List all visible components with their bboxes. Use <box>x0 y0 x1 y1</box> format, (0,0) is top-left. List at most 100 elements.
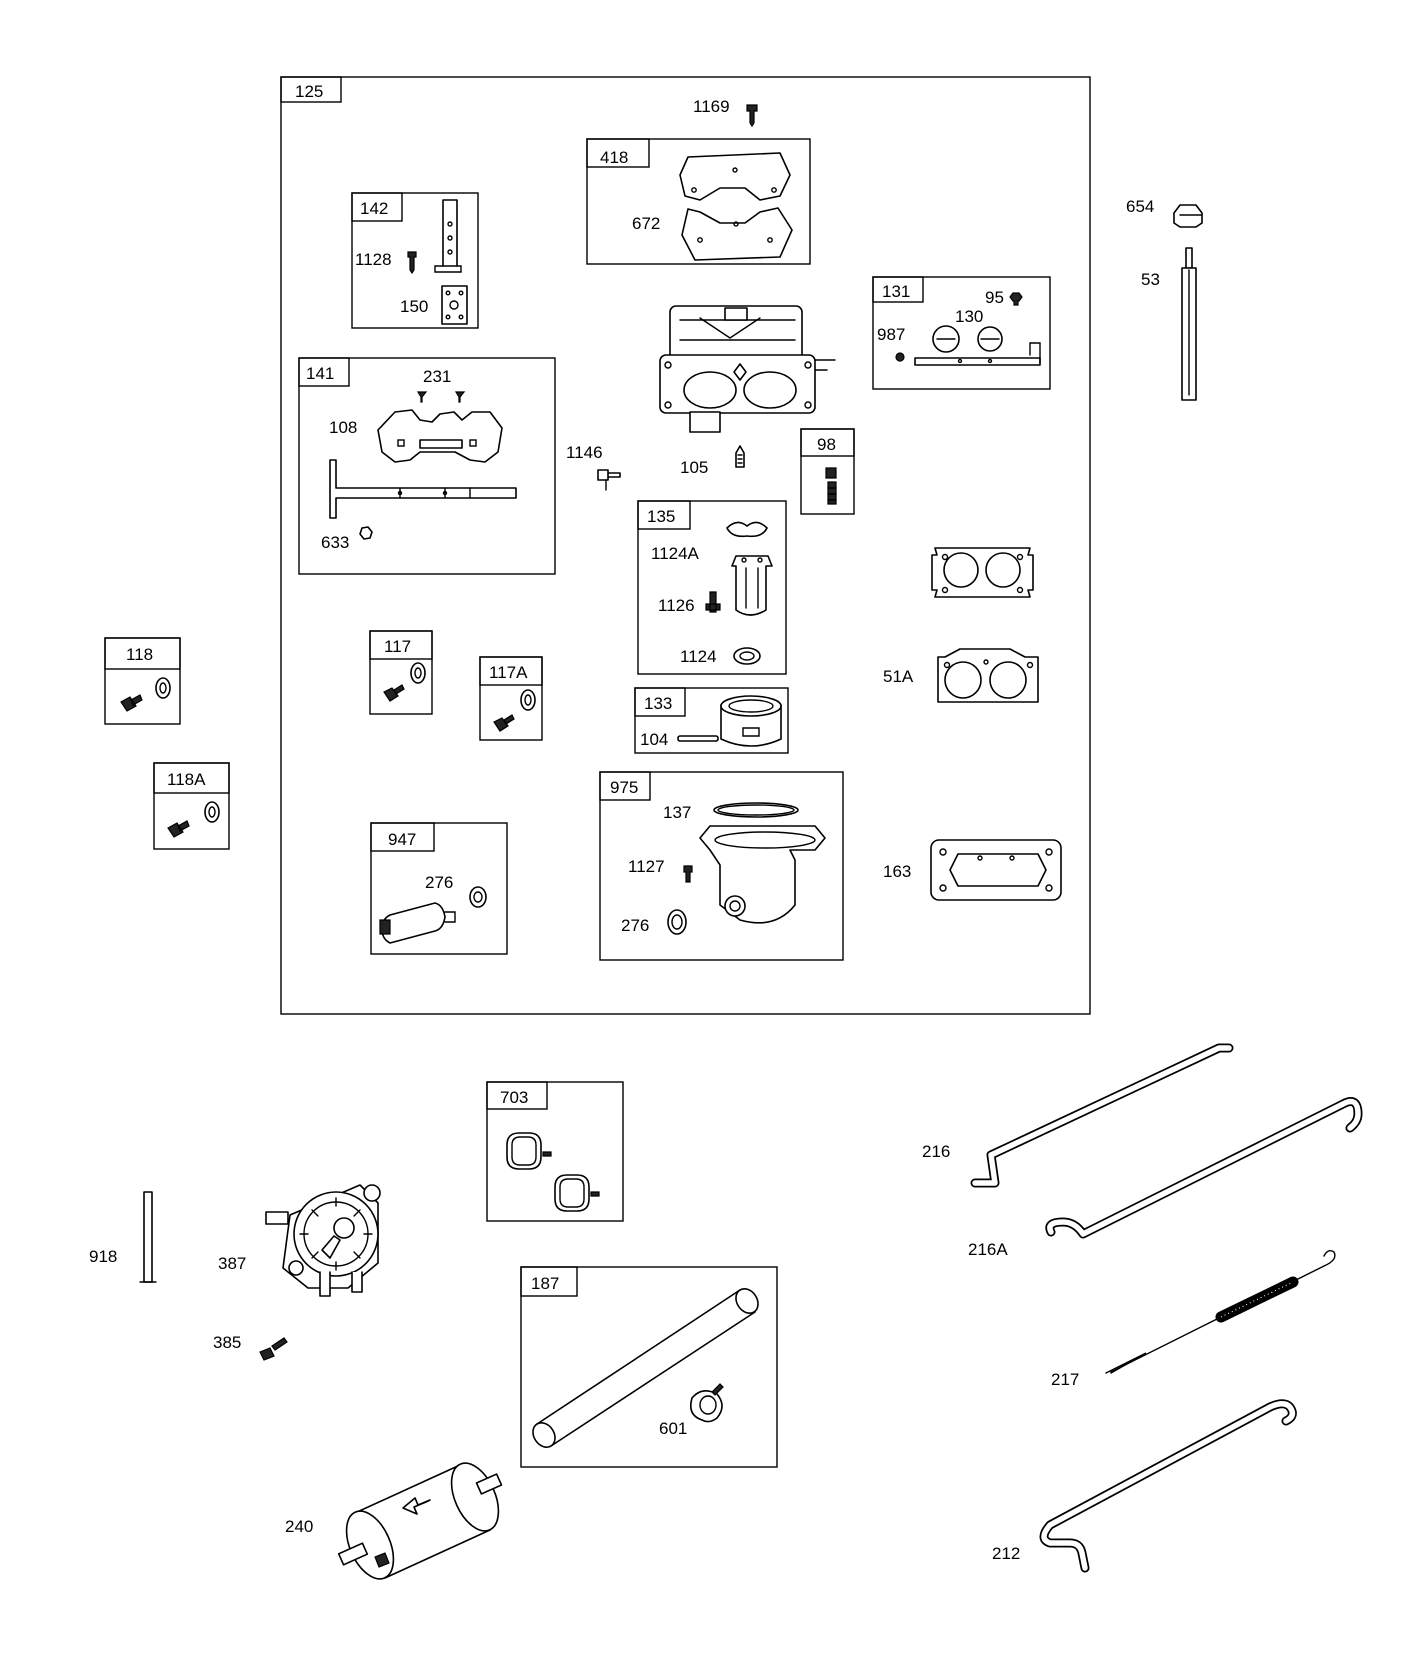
washer-987 <box>895 352 905 362</box>
callout-703: 703 <box>500 1088 528 1107</box>
callout-418: 418 <box>600 148 628 167</box>
kit-703-box: 703 <box>486 1081 624 1222</box>
kit-125-box: 125 <box>280 76 1091 1015</box>
callout-240: 240 <box>285 1517 313 1536</box>
callout-975: 975 <box>610 778 638 797</box>
bowl-975 <box>699 825 826 924</box>
callout-672: 672 <box>632 214 660 233</box>
kit-117A-box: 117A <box>479 656 543 741</box>
callout-601: 601 <box>659 1419 687 1438</box>
callout-53: 53 <box>1141 270 1160 289</box>
bracket-150-upper <box>442 199 458 267</box>
callout-1124A: 1124A <box>651 544 700 563</box>
kit-187-box: 187 601 <box>520 1266 778 1468</box>
kit-117-box: 117 <box>369 630 433 715</box>
callout-1146: 1146 <box>566 443 603 462</box>
callout-947: 947 <box>388 830 416 849</box>
callout-163: 163 <box>883 862 911 881</box>
kit-142-box: 142 1128 150 <box>351 192 479 329</box>
callout-216A: 216A <box>968 1240 1008 1259</box>
kit-418-box: 418 672 <box>586 138 811 265</box>
kit-131-box: 131 95 130 987 <box>872 276 1051 390</box>
callout-125: 125 <box>295 82 323 101</box>
pin-918: 918 <box>89 1191 157 1283</box>
kit-975-box: 975 137 1127 276 <box>599 771 844 961</box>
clamp-601 <box>689 1390 723 1423</box>
gasket-upper <box>931 547 1034 598</box>
clamp-703-b <box>554 1174 590 1212</box>
screw-95 <box>1009 292 1023 306</box>
callout-217: 217 <box>1051 1370 1079 1389</box>
shaft-141 <box>329 459 517 519</box>
callout-131: 131 <box>882 282 910 301</box>
callout-95: 95 <box>985 288 1004 307</box>
callout-150: 150 <box>400 297 428 316</box>
washer-1124 <box>733 647 761 665</box>
nut-633 <box>359 526 373 540</box>
callout-118A: 118A <box>167 770 206 789</box>
callout-117A: 117A <box>489 663 528 682</box>
gasket-51A: 51A <box>883 648 1039 703</box>
callout-231: 231 <box>423 367 451 386</box>
solenoid-947 <box>381 902 446 944</box>
screw-1128 <box>407 251 417 275</box>
callout-276-b: 276 <box>425 873 453 892</box>
callout-654: 654 <box>1126 197 1154 216</box>
gasket-672-lower <box>681 207 793 261</box>
callout-105: 105 <box>680 458 708 477</box>
callout-118: 118 <box>126 645 153 664</box>
callout-387: 387 <box>218 1254 246 1273</box>
callout-98: 98 <box>817 435 836 454</box>
washer-276-solenoid <box>469 886 487 908</box>
plate-150 <box>441 285 468 325</box>
callout-130: 130 <box>955 307 983 326</box>
float-bowl-stem <box>731 555 773 616</box>
kit-947-box: 947 276 <box>370 822 508 955</box>
kit-98-box: 98 <box>800 428 855 515</box>
callout-212: 212 <box>992 1544 1020 1563</box>
screw-1127 <box>683 865 693 883</box>
callout-187: 187 <box>531 1274 559 1293</box>
gasket-672-upper <box>679 152 791 201</box>
spring-217: 217 <box>1051 1249 1336 1389</box>
fuel-filter-240: 240 <box>285 1462 503 1580</box>
callout-142: 142 <box>360 199 388 218</box>
callout-108: 108 <box>329 418 357 437</box>
kit-118A-box: 118A <box>153 762 230 850</box>
part-53-shaft: 53 <box>1141 247 1197 401</box>
callout-51A: 51A <box>883 667 914 686</box>
screw-385: 385 <box>213 1333 288 1361</box>
kit-118-box: 118 <box>104 637 181 725</box>
gasket-163: 163 <box>883 839 1062 901</box>
rod-212: 212 <box>992 1399 1297 1573</box>
carburetor-body <box>659 305 836 433</box>
callout-104: 104 <box>640 730 668 749</box>
part-105-needle: 105 <box>680 445 745 477</box>
callout-137: 137 <box>663 803 691 822</box>
callout-117: 117 <box>384 637 411 656</box>
shaft-130 <box>914 357 1041 366</box>
callout-918: 918 <box>89 1247 117 1266</box>
callout-1124: 1124 <box>680 647 717 666</box>
callout-135: 135 <box>647 507 675 526</box>
rod-216A: 216A <box>968 1097 1363 1259</box>
callout-1127: 1127 <box>628 857 665 876</box>
kit-141-box: 141 231 108 633 <box>298 357 556 575</box>
callout-633: 633 <box>321 533 349 552</box>
gasket-1124A <box>726 521 768 538</box>
part-1169-screw: 1169 <box>693 97 758 128</box>
rod-216: 216 <box>922 1043 1234 1188</box>
callout-216: 216 <box>922 1142 950 1161</box>
part-654-nut: 654 <box>1126 197 1203 228</box>
callout-385: 385 <box>213 1333 241 1352</box>
kit-135-box: 135 1124A 1126 1124 <box>637 500 787 675</box>
kit-133-box: 133 104 <box>634 687 789 754</box>
clamp-703-a <box>506 1132 542 1170</box>
callout-133: 133 <box>644 694 672 713</box>
washer-276-bowl <box>667 909 687 935</box>
fuel-pump-387: 387 <box>218 1184 381 1297</box>
plate-108 <box>377 409 503 463</box>
callout-141: 141 <box>306 364 334 383</box>
